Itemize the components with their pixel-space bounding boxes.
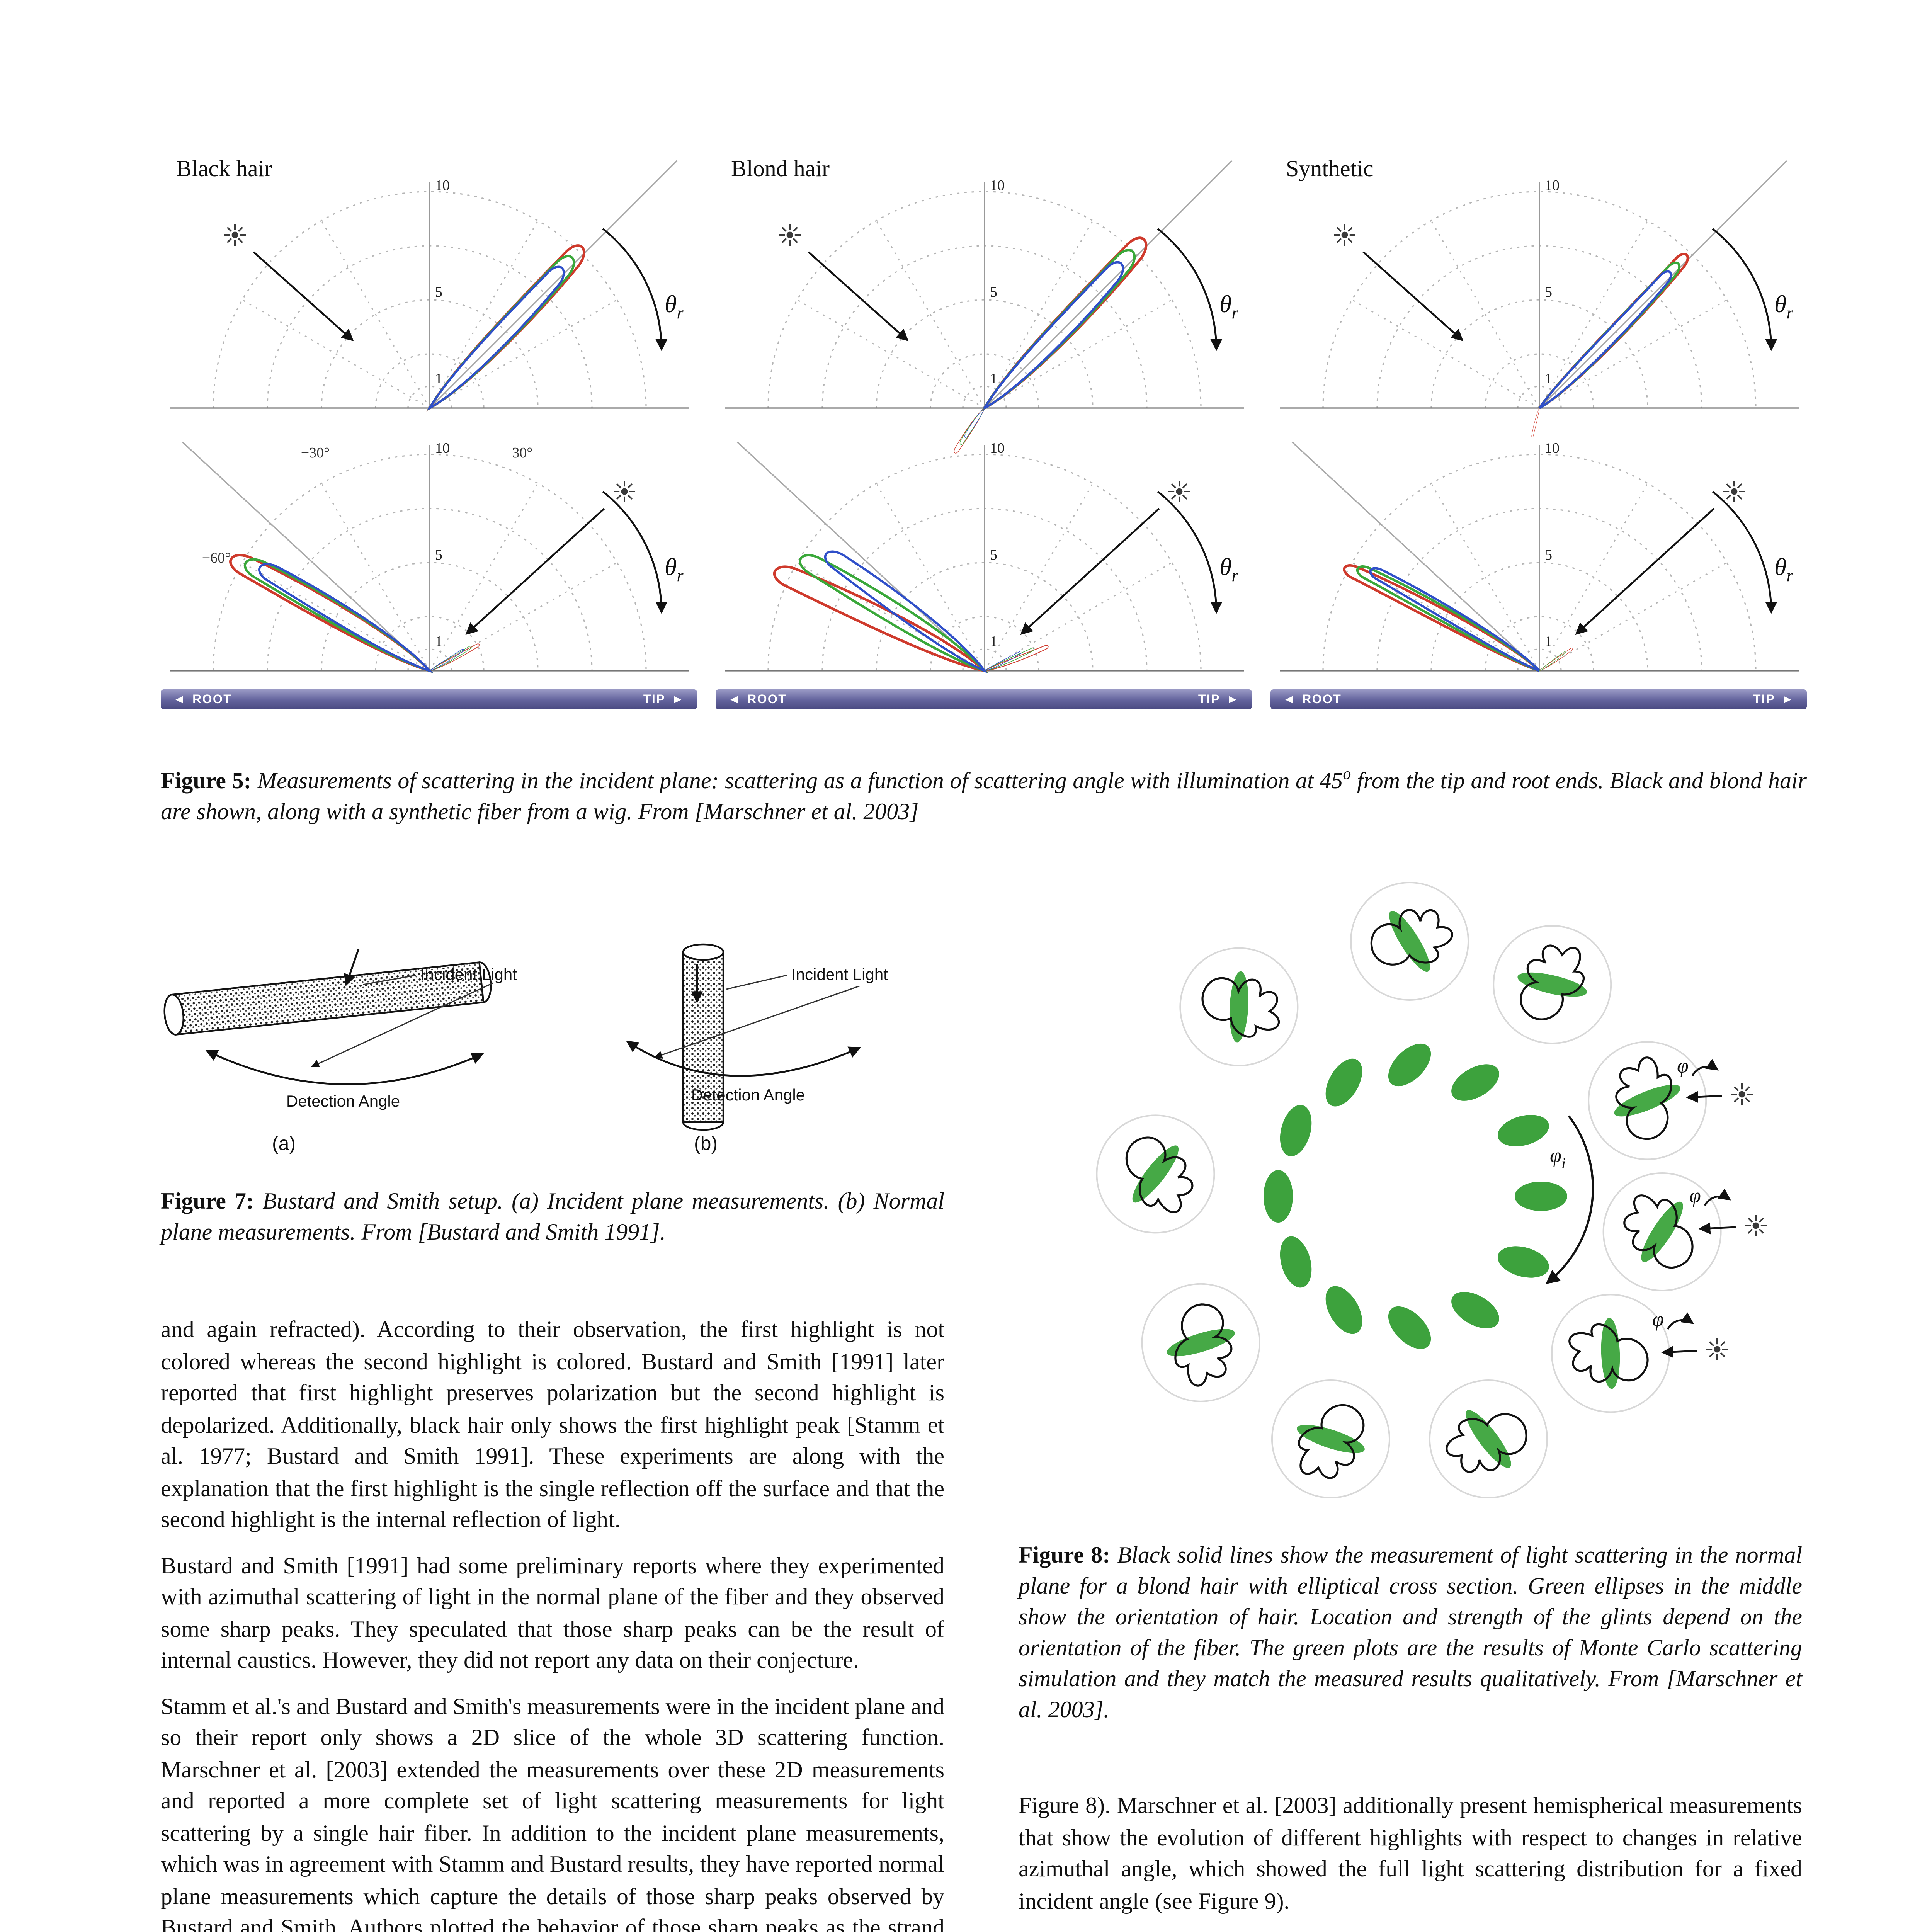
paragraph: Stamm et al.'s and Bustard and Smith's m… — [161, 1695, 944, 1932]
plot-title: Synthetic — [1286, 156, 1374, 181]
polar-plot-synthetic-tip: Synthetic — [1270, 156, 1807, 438]
vertical-hair-fiber — [682, 943, 724, 1131]
right-arrow-icon: ► — [671, 692, 685, 706]
left-arrow-icon: ◄ — [173, 692, 187, 706]
tip-label: TIP — [1198, 692, 1220, 706]
figure-8: φi φ φ — [1019, 869, 1802, 1526]
plot-title: Black hair — [176, 156, 272, 181]
fig5-column-black-hair: Black hair −30° 30° −60° — [161, 151, 697, 709]
phi-i-annotation: φi — [1545, 1115, 1594, 1284]
root-tip-bar: ◄ ROOT TIP ► — [161, 689, 697, 709]
scattering-mini-plots — [1080, 883, 1740, 1522]
polar-plot-black-hair-root: −30° 30° −60° — [161, 427, 697, 683]
phi-annotation-lower-right: φ — [1652, 1308, 1729, 1361]
svg-text:φ: φ — [1689, 1184, 1701, 1207]
root-tip-bar: ◄ ROOT TIP ► — [1270, 689, 1807, 709]
polar-plot-black-hair-tip: Black hair — [161, 156, 697, 427]
right-arrow-icon: ► — [1781, 692, 1794, 706]
left-arrow-icon: ◄ — [1283, 692, 1296, 706]
figure-7-diagram: Incident Light Detection Angle (a) Incid… — [163, 943, 888, 1154]
figure-5: Black hair −30° 30° −60° — [161, 151, 1807, 709]
figure-8-diagram: φi φ φ — [1019, 869, 1767, 1526]
paragraph: Figure 8). Marschner et al. [2003] addit… — [1019, 1794, 1802, 1914]
detection-angle-arc — [205, 1050, 484, 1085]
figure-8-caption: Figure 8: Black solid lines show the mea… — [1019, 1544, 1803, 1723]
figure-7: Incident Light Detection Angle (a) Incid… — [161, 934, 944, 1165]
figure-7-tag: Figure 7: — [161, 1190, 254, 1215]
incident-light-label: Incident Light — [420, 965, 517, 983]
incident-light-label: Incident Light — [791, 965, 888, 983]
paragraph: Bustard and Smith [1991] had some prelim… — [161, 1554, 944, 1674]
plot-title: Blond hair — [731, 156, 830, 181]
detection-angle-arc — [626, 1041, 861, 1077]
paragraph: and again refracted). According to their… — [161, 1318, 944, 1533]
root-label: ROOT — [747, 692, 787, 706]
polar-plot-blond-hair-root — [716, 427, 1252, 683]
figure-5-caption: Figure 5: Measurements of scattering in … — [161, 767, 1807, 825]
root-label: ROOT — [1302, 692, 1342, 706]
figure-5-tag: Figure 5: — [161, 770, 252, 794]
fig5-column-blond-hair: Blond hair — [716, 151, 1252, 709]
polar-plot-synthetic-root — [1270, 427, 1807, 683]
subfigure-a-label: (a) — [272, 1133, 296, 1154]
svg-text:φ: φ — [1677, 1054, 1689, 1077]
angle-label: −60° — [202, 550, 231, 566]
incident-light-arrow — [344, 949, 360, 986]
fig7a-diagram: Incident Light Detection Angle (a) — [163, 949, 517, 1154]
svg-text:φ: φ — [1652, 1308, 1664, 1331]
figure-7-caption: Figure 7: Bustard and Smith setup. (a) I… — [161, 1190, 945, 1246]
root-tip-bar: ◄ ROOT TIP ► — [716, 689, 1252, 709]
fig5-column-synthetic: Synthetic — [1270, 151, 1807, 709]
fig7b-diagram: Incident Light Detection Angle (b) — [626, 943, 888, 1154]
figure-8-tag: Figure 8: — [1019, 1544, 1111, 1569]
phi-annotation-upper-right: φ — [1677, 1054, 1753, 1106]
tip-label: TIP — [643, 692, 665, 706]
right-arrow-icon: ► — [1226, 692, 1240, 706]
horizontal-hair-fiber — [163, 961, 492, 1036]
angle-label: 30° — [512, 445, 532, 461]
hair-cross-section-ring — [1264, 1043, 1567, 1349]
svg-text:φi: φi — [1550, 1144, 1566, 1172]
left-arrow-icon: ◄ — [728, 692, 742, 706]
detection-angle-label: Detection Angle — [691, 1086, 805, 1104]
right-column: φi φ φ — [1019, 869, 1802, 1932]
left-column: Incident Light Detection Angle (a) Incid… — [161, 934, 944, 1932]
detection-angle-label: Detection Angle — [286, 1092, 400, 1110]
root-label: ROOT — [192, 692, 232, 706]
phi-annotation-right: φ — [1689, 1184, 1767, 1237]
subfigure-b-label: (b) — [694, 1133, 718, 1154]
angle-label: −30° — [301, 445, 330, 461]
polar-plot-blond-hair-tip: Blond hair — [716, 156, 1252, 454]
tip-label: TIP — [1753, 692, 1775, 706]
